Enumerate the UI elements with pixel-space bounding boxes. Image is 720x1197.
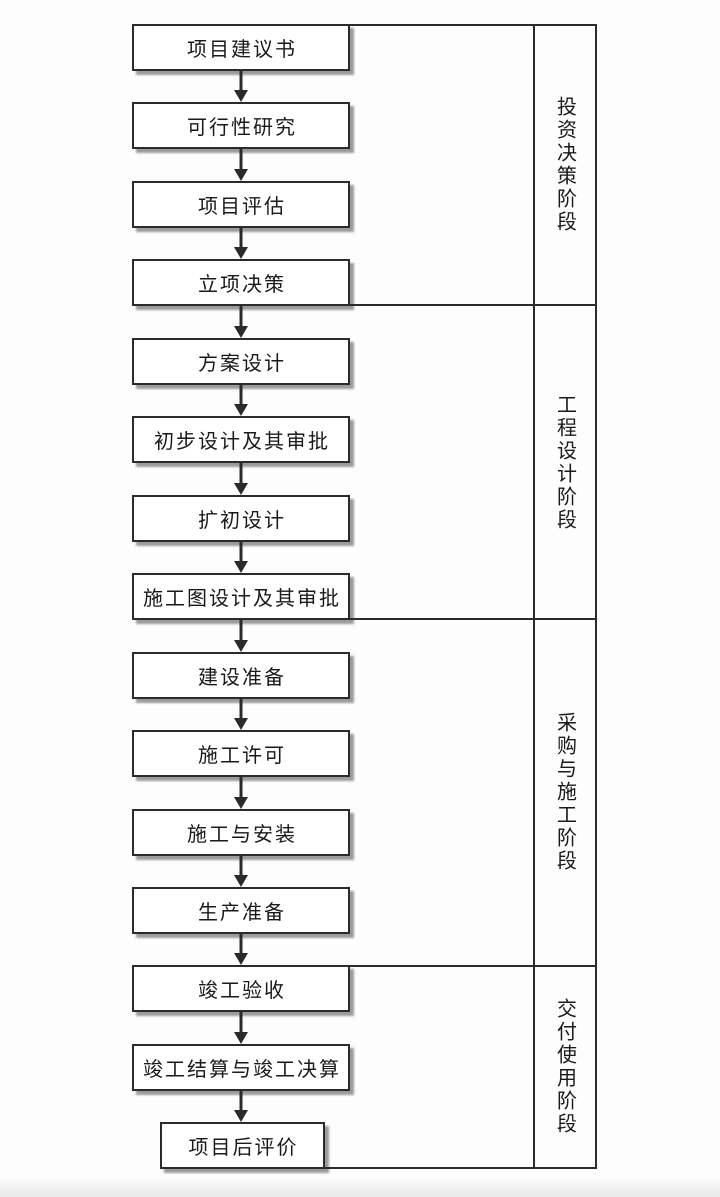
arrow-shaft <box>239 306 243 328</box>
flow-step-box: 竣工结算与竣工决算 <box>132 1044 350 1091</box>
arrow-shaft <box>239 934 243 955</box>
arrow-down-icon <box>234 934 248 965</box>
flow-step-box: 建设准备 <box>132 652 350 699</box>
arrow-shaft <box>239 699 243 720</box>
arrow-shaft <box>239 1012 243 1034</box>
arrow-shaft <box>239 542 243 563</box>
phase-label-text: 采购与施工阶段 <box>553 712 576 873</box>
arrow-shaft <box>239 856 243 877</box>
flow-step-label: 建设准备 <box>198 667 286 689</box>
flow-step-box: 施工图设计及其审批 <box>132 573 350 620</box>
flow-step-box: 可行性研究 <box>132 102 350 149</box>
flow-step-label: 扩初设计 <box>198 510 286 532</box>
arrow-down-icon <box>234 149 248 181</box>
flow-step-label: 可行性研究 <box>187 117 297 139</box>
arrow-shaft <box>239 463 243 485</box>
flow-step-box: 扩初设计 <box>132 495 350 542</box>
phase-label-text: 交付使用阶段 <box>553 998 576 1136</box>
phase-label: 采购与施工阶段 <box>533 620 597 965</box>
arrow-down-icon <box>234 463 248 495</box>
flow-step-label: 立项决策 <box>198 274 286 296</box>
arrow-shaft <box>239 228 243 249</box>
flow-step-box: 项目后评价 <box>160 1122 325 1169</box>
arrow-shaft <box>239 71 243 92</box>
arrow-down-icon <box>234 699 248 730</box>
phase-divider-line <box>350 24 597 26</box>
flow-step-box: 施工与安装 <box>132 809 350 856</box>
flow-step-label: 项目建议书 <box>187 39 297 61</box>
phase-label-text: 工程设计阶段 <box>553 394 576 532</box>
arrow-down-icon <box>234 228 248 259</box>
arrow-shaft <box>239 385 243 406</box>
arrow-down-icon <box>234 1012 248 1044</box>
arrow-down-icon <box>234 856 248 887</box>
arrow-head <box>234 90 248 102</box>
arrow-down-icon <box>234 777 248 809</box>
phase-divider-line <box>350 304 597 306</box>
phase-divider-line <box>325 1167 597 1169</box>
arrow-head <box>234 326 248 338</box>
arrow-head <box>234 797 248 809</box>
flow-step-label: 项目后评价 <box>188 1137 299 1159</box>
arrow-head <box>234 404 248 416</box>
arrow-down-icon <box>234 542 248 573</box>
arrow-shaft <box>239 1091 243 1112</box>
flow-step-label: 施工与安装 <box>187 824 297 846</box>
flow-step-label: 竣工验收 <box>198 980 286 1002</box>
flow-step-label: 施工图设计及其审批 <box>143 588 341 610</box>
arrow-head <box>234 483 248 495</box>
arrow-shaft <box>239 620 243 642</box>
arrow-down-icon <box>234 385 248 416</box>
flow-step-box: 初步设计及其审批 <box>132 416 350 463</box>
flow-step-label: 竣工结算与竣工决算 <box>143 1059 341 1081</box>
arrow-down-icon <box>234 306 248 338</box>
phase-divider-line <box>350 965 597 967</box>
flow-step-box: 项目建议书 <box>132 24 350 71</box>
arrow-shaft <box>239 777 243 799</box>
arrow-head <box>234 561 248 573</box>
arrow-down-icon <box>234 1091 248 1122</box>
phase-divider-line <box>350 618 597 620</box>
flow-step-label: 施工许可 <box>198 745 286 767</box>
arrow-head <box>234 640 248 652</box>
phase-label: 投资决策阶段 <box>533 24 597 306</box>
flow-step-label: 生产准备 <box>198 902 286 924</box>
phase-label: 交付使用阶段 <box>533 965 597 1169</box>
arrow-head <box>234 953 248 965</box>
flow-step-box: 竣工验收 <box>132 965 350 1012</box>
arrow-down-icon <box>234 71 248 102</box>
arrow-head <box>234 247 248 259</box>
flow-step-label: 项目评估 <box>198 196 286 218</box>
flow-step-box: 生产准备 <box>132 887 350 934</box>
arrow-head <box>234 169 248 181</box>
flow-step-box: 方案设计 <box>132 338 350 385</box>
flow-step-box: 立项决策 <box>132 259 350 306</box>
phase-label-text: 投资决策阶段 <box>553 96 576 234</box>
arrow-head <box>234 875 248 887</box>
arrow-head <box>234 1110 248 1122</box>
arrow-shaft <box>239 149 243 171</box>
flow-step-box: 施工许可 <box>132 730 350 777</box>
flow-step-label: 方案设计 <box>198 353 286 375</box>
phase-label: 工程设计阶段 <box>533 306 597 620</box>
flow-step-box: 项目评估 <box>132 181 350 228</box>
arrow-down-icon <box>234 620 248 652</box>
arrow-head <box>234 1032 248 1044</box>
arrow-head <box>234 718 248 730</box>
flow-step-label: 初步设计及其审批 <box>154 431 330 453</box>
